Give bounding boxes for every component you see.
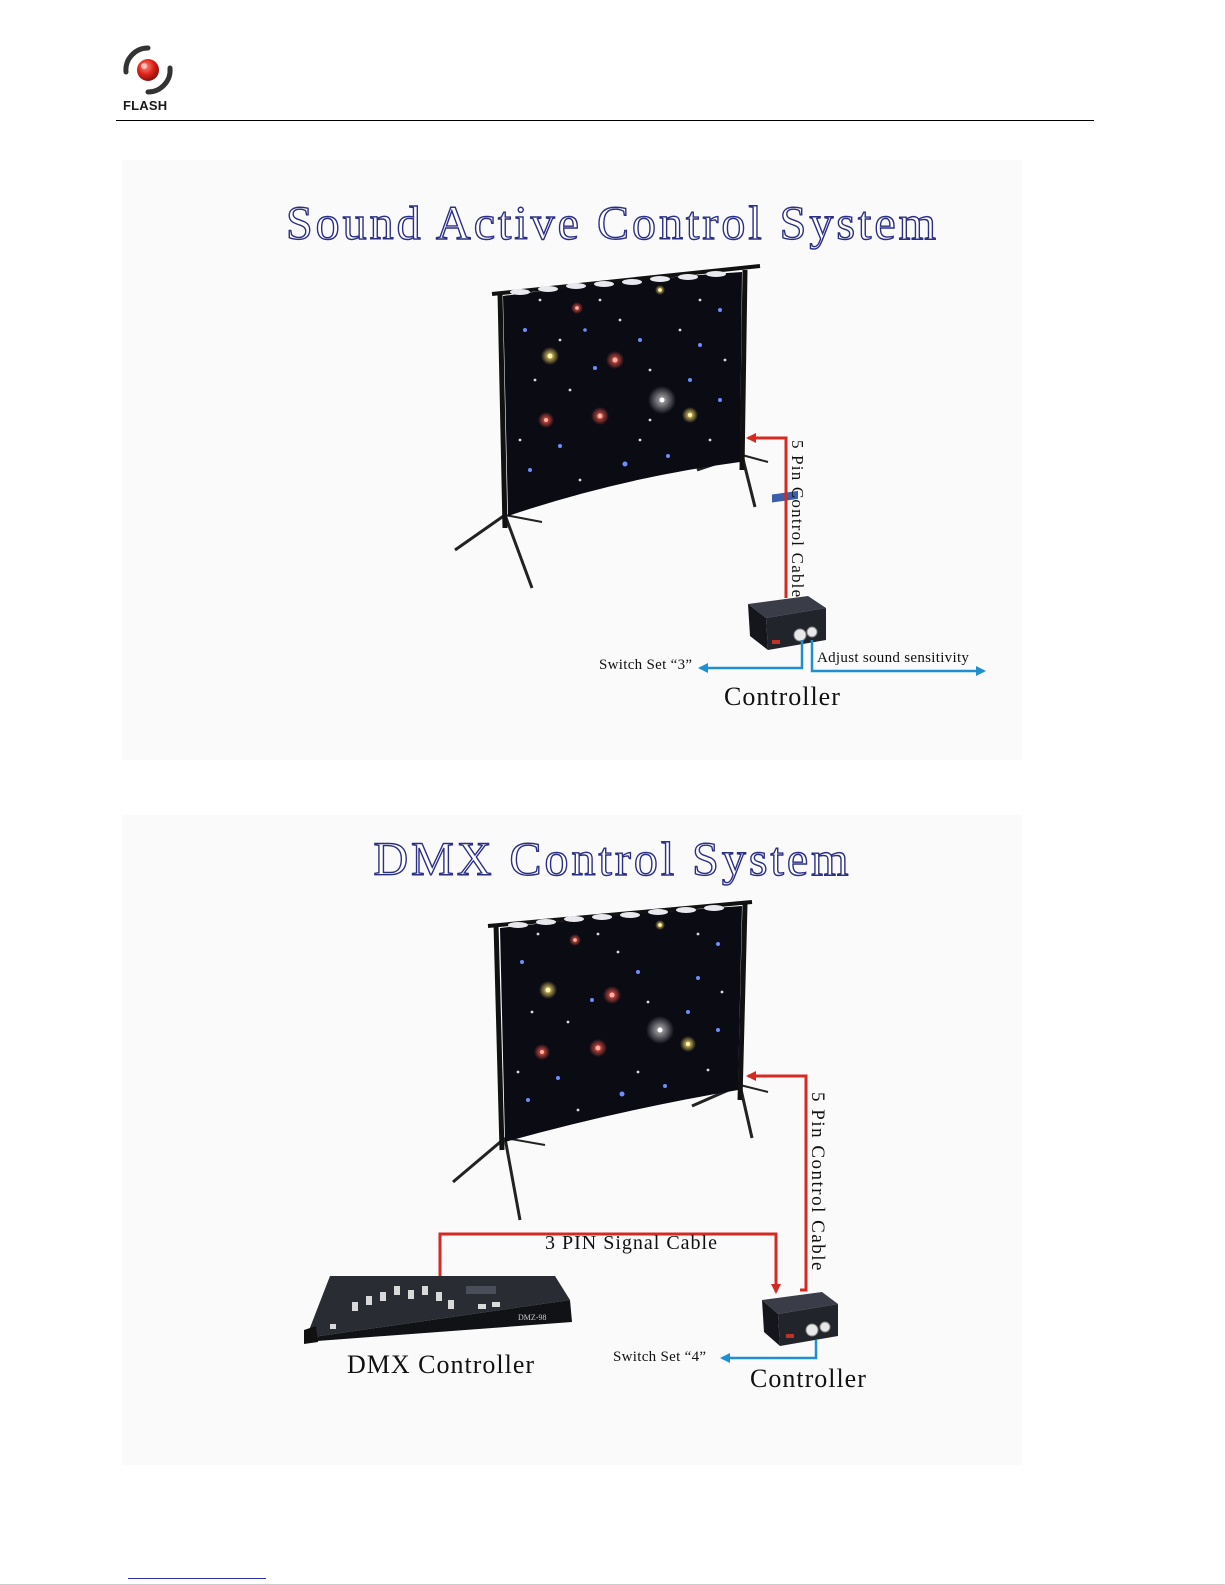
- controller-label-2: Controller: [750, 1364, 867, 1394]
- switch-arrow-2: [722, 1340, 816, 1358]
- control-cable-label-2: 5 Pin Control Cable: [806, 1092, 828, 1272]
- control-cable-label-1: 5 Pin Control Cable: [787, 440, 807, 598]
- switch-set-label-1: Switch Set “3”: [599, 657, 692, 674]
- section2-title: DMX Control System: [0, 832, 1225, 887]
- star-curtain-1: [455, 266, 768, 588]
- star-curtain-2: [453, 902, 768, 1220]
- switch-set-label-2: Switch Set “4”: [613, 1349, 706, 1366]
- dmx-controller-device: DMZ-98: [304, 1276, 572, 1344]
- signal-cable-label: 3 PIN Signal Cable: [545, 1232, 718, 1255]
- adjust-sensitivity-label: Adjust sound sensitivity: [817, 650, 969, 667]
- footer-link-underline[interactable]: [128, 1578, 266, 1579]
- dmx-controller-label: DMX Controller: [347, 1350, 535, 1380]
- section1-title: Sound Active Control System: [0, 196, 1225, 251]
- controller-label-1: Controller: [724, 682, 841, 712]
- controller-box-2: [762, 1292, 838, 1346]
- dmx-model-label: DMZ-98: [518, 1313, 546, 1322]
